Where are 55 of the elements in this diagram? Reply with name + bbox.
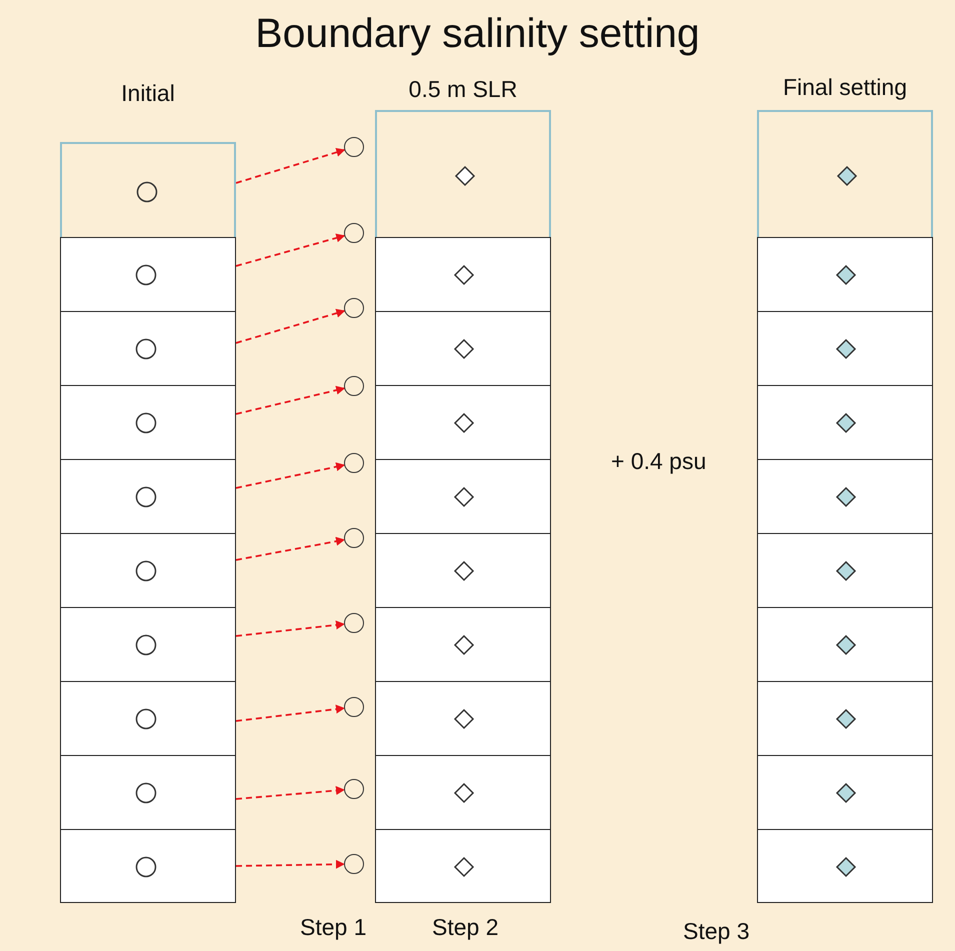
column-heading: Final setting — [782, 74, 908, 101]
column-heading: Initial — [120, 80, 176, 107]
cell-box — [60, 607, 236, 682]
cell-box — [60, 755, 236, 830]
cell-box — [375, 311, 551, 386]
arrow — [236, 148, 346, 184]
diagram-title: Boundary salinity setting — [254, 10, 701, 57]
cell-box — [757, 237, 933, 312]
step-label: Step 1 — [300, 914, 366, 941]
cell-box — [757, 607, 933, 682]
cell-box — [757, 829, 933, 903]
arrow — [236, 620, 345, 637]
circle-marker — [344, 528, 364, 548]
cell-box — [757, 459, 933, 534]
cell-box — [375, 755, 551, 830]
cell-box — [60, 533, 236, 608]
cell-box — [60, 681, 236, 756]
cell-box — [375, 459, 551, 534]
circle-marker — [344, 453, 364, 473]
cell-box — [60, 385, 236, 460]
circle-marker — [344, 613, 364, 633]
circle-marker — [344, 697, 364, 717]
cell-box — [375, 533, 551, 608]
circle-marker — [344, 137, 364, 157]
cell-box — [60, 237, 236, 312]
arrow — [236, 308, 346, 344]
cell-box — [375, 829, 551, 903]
column-heading: 0.5 m SLR — [408, 76, 518, 103]
annotation-text: + 0.4 psu — [611, 448, 706, 475]
circle-marker — [344, 298, 364, 318]
cell-box — [60, 311, 236, 386]
circle-marker — [344, 854, 364, 874]
arrow — [236, 462, 346, 489]
arrow — [236, 860, 345, 869]
cell-box — [757, 681, 933, 756]
circle-marker — [344, 779, 364, 799]
cell-box — [60, 459, 236, 534]
cell-box — [375, 607, 551, 682]
cell-box — [60, 829, 236, 903]
cell-box — [757, 755, 933, 830]
circle-marker — [344, 376, 364, 396]
cell-box — [375, 237, 551, 312]
arrow — [236, 704, 345, 722]
cell-box — [757, 385, 933, 460]
arrow — [236, 386, 346, 415]
arrow — [236, 234, 346, 267]
arrow — [236, 786, 345, 800]
circle-marker — [344, 223, 364, 243]
step-label: Step 2 — [432, 914, 498, 941]
step-label: Step 3 — [683, 918, 750, 945]
cell-box — [375, 681, 551, 756]
cell-box — [375, 385, 551, 460]
cell-box — [757, 533, 933, 608]
cell-box — [757, 311, 933, 386]
arrow — [236, 536, 346, 561]
